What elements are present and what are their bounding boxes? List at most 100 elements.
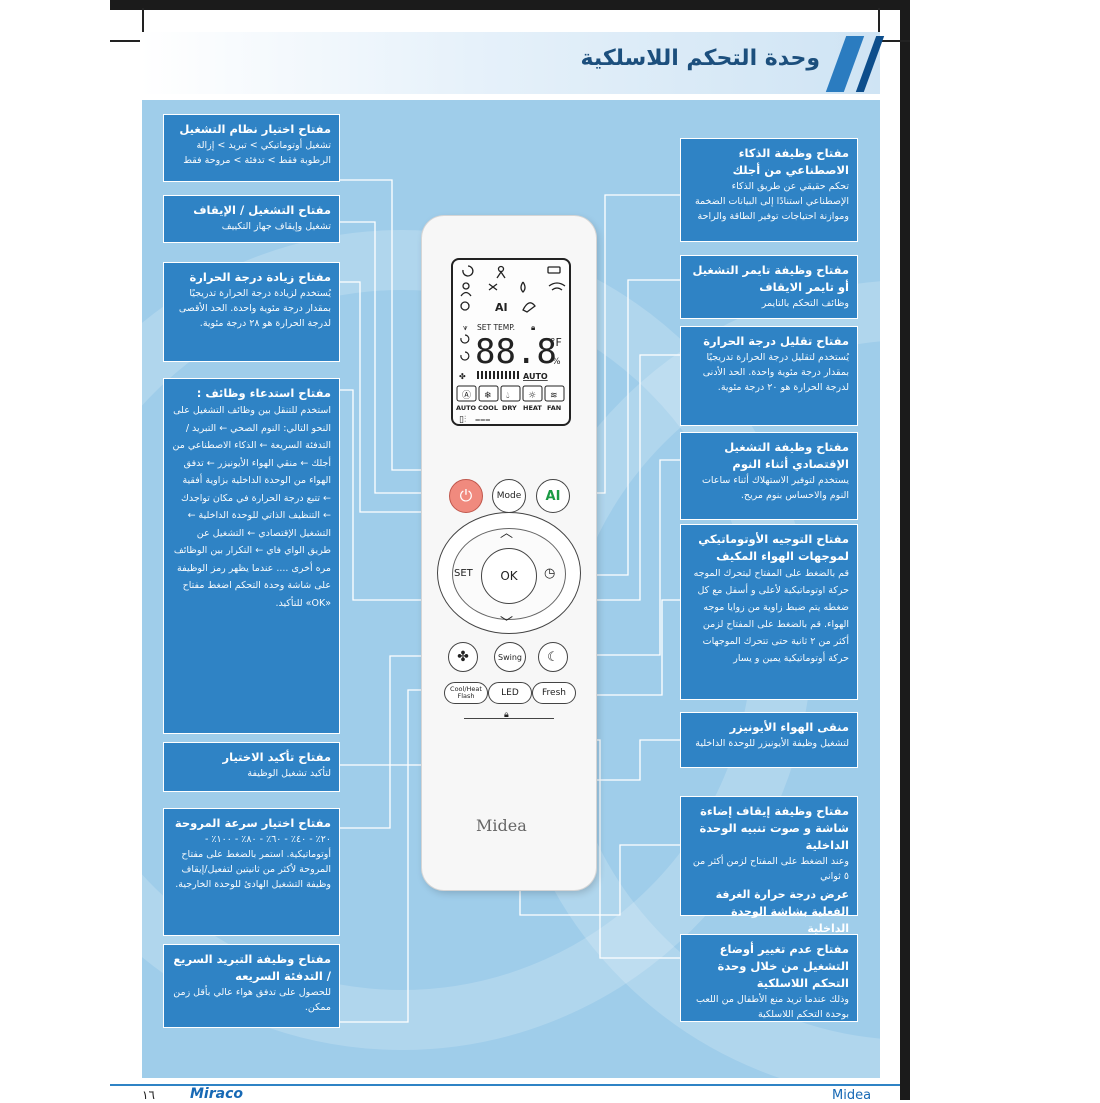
callout-text: وظائف التحكم بالتايمر — [761, 298, 849, 309]
callout-ok-key: مفتاح تأكيد الاختيار لتأكيد تشغيل الوظيف… — [163, 742, 340, 792]
callout-text: تشغيل وإيقاف جهاز التكييف — [221, 221, 331, 232]
crop-mark — [880, 40, 910, 42]
callout-heading: مفتاح التشغيل / الإيقاف — [193, 203, 331, 217]
mode-label-dry: DRY — [502, 404, 517, 412]
callout-fan-speed-key: مفتاح اختيار سرعة المروحة ٢٠٪ - ٤٠٪ - ٦٠… — [163, 808, 340, 936]
auto-mode-icon: Ⓐ — [462, 390, 471, 401]
turbo-icon — [460, 301, 470, 311]
wifi-icon — [548, 282, 566, 291]
fan-speed-button[interactable]: ✤ — [448, 642, 478, 672]
signal-icon: ⩛ — [463, 323, 468, 332]
crop-mark — [142, 8, 144, 34]
page-number: ١٦ — [142, 1088, 155, 1102]
callout-ionizer-key: منقى الهواء الأيونيزر لتشغيل وظيفة الأيو… — [680, 712, 858, 768]
callout-timer-key: مفتاح وظيفة تايمر التشغيل أو تايمر الايق… — [680, 255, 858, 319]
footer-brand: Miraco — [190, 1086, 243, 1102]
swing-button[interactable]: Swing — [494, 642, 526, 672]
mode-icons — [456, 385, 565, 402]
mode-label-heat: HEAT — [523, 404, 542, 412]
temp-down-button[interactable]: ﹀ — [500, 616, 514, 631]
callout-power-key: مفتاح التشغيل / الإيقاف تشغيل وإيقاف جها… — [163, 195, 340, 243]
ionizer-icon — [522, 302, 536, 313]
cool-heat-flash-button[interactable]: Cool/Heat Flash — [444, 682, 488, 704]
callout-text: للحصول على تدفق هواء عالي بأقل زمن ممكن. — [173, 987, 331, 1013]
mode-button[interactable]: Mode — [492, 479, 526, 513]
callout-sleep-key: مفتاح وظيفة التشغيل الإقتصادي أثناء النو… — [680, 432, 858, 520]
footer-rule — [110, 1084, 900, 1086]
heat-mode-icon: ☼ — [528, 391, 536, 401]
fan-icon: ✤ — [459, 372, 466, 381]
remote-control: AI ⩛ SET TEMP. 🔒︎ 88.8 °F % ✤ AUTO — [422, 216, 596, 890]
power-icon: ⏻ — [459, 486, 473, 505]
callout-heading: مفتاح زيادة درجة الحرارة — [189, 270, 332, 284]
crop-mark — [878, 8, 880, 34]
callout-mode-key: مفتاح اختيار نظام التشغيل تشغيل أوتوماتي… — [163, 114, 340, 182]
led-button[interactable]: LED — [488, 682, 532, 704]
set-button[interactable]: SET — [454, 568, 473, 579]
cool-mode-icon: ❄ — [484, 391, 492, 401]
swing-horizontal-icon: ⩶ — [475, 415, 490, 424]
follow-me-icon — [497, 265, 505, 273]
callout-function-recall-key: مفتاح استدعاء وظائف : استخدم للتنقل بين … — [163, 378, 340, 734]
ai-icon: AI — [495, 301, 508, 314]
unit-percent: % — [552, 357, 561, 367]
callout-text: يستخدم لتوفير الاستهلاك أثناء ساعات النو… — [701, 475, 849, 501]
remote-brand-logo: Midea — [476, 816, 527, 835]
callout-text: ٢٠٪ - ٤٠٪ - ٦٠٪ - ٨٠٪ - ١٠٠٪ - أوتوماتيك… — [175, 834, 331, 890]
ai-icon: AI — [545, 488, 561, 504]
crop-mark — [110, 40, 140, 42]
cool-heat-label: Cool/Heat — [450, 685, 482, 693]
sleep-icon: ☾ — [547, 649, 559, 665]
callout-heading: مفتاح وظيفة إيقاف إضاءة شاشة و صوت تنبيه… — [699, 804, 849, 852]
eco-icon — [520, 281, 526, 293]
lock-icon: 🔒︎ — [531, 323, 535, 332]
battery-icon — [547, 266, 561, 274]
person-icon — [462, 282, 470, 290]
callout-heading: مفتاح وظيفة التشغيل الإقتصادي أثناء النو… — [724, 440, 849, 471]
callout-heading: مفتاح اختيار نظام التشغيل — [179, 122, 331, 136]
callout-heading: مفتاح وظيفة الذكاء الاصطناعي من أجلك — [732, 146, 849, 177]
unit-f: °F — [550, 336, 562, 349]
ai-button[interactable]: AI — [536, 479, 570, 513]
callout-led-key: مفتاح وظيفة إيقاف إضاءة شاشة و صوت تنبيه… — [680, 796, 858, 935]
lcd-screen: AI ⩛ SET TEMP. 🔒︎ 88.8 °F % ✤ AUTO — [451, 258, 571, 426]
lock-icon: 🔒︎ — [504, 710, 509, 720]
led-button-label: LED — [501, 688, 519, 698]
self-clean-icon — [488, 283, 498, 291]
top-border — [110, 0, 910, 10]
flash-label: Flash — [457, 692, 475, 700]
power-button[interactable]: ⏻ — [449, 479, 483, 513]
page-title: وحدة التحكم اللاسلكية — [580, 46, 820, 71]
ok-button[interactable]: OK — [481, 548, 537, 604]
callout-heading: مفتاح عدم تغيير أوضاع التشغيل من خلال وح… — [717, 942, 849, 990]
child-lock-divider — [464, 718, 554, 719]
fan-speed-bars — [477, 371, 519, 379]
auto-label: AUTO — [523, 372, 548, 381]
callout-text: لتأكيد تشغيل الوظيفة — [247, 768, 331, 779]
callout-heading: مفتاح التوجيه الأوتوماتيكي لموجهات الهوا… — [698, 532, 849, 563]
swing-button-label: Swing — [498, 652, 522, 662]
callout-cool-heat-flash-key: مفتاح وظيفة التبريد السريع / التدفئة الس… — [163, 944, 340, 1028]
callout-text: يُستخدم لتقليل درجة الحرارة تدريجيًا بمق… — [702, 352, 849, 393]
ok-button-label: OK — [500, 569, 518, 583]
lcd-graphics: AI ⩛ SET TEMP. 🔒︎ 88.8 °F % ✤ AUTO — [456, 265, 566, 425]
callout-temp-down-key: مفتاح تقليل درجة الحرارة يُستخدم لتقليل … — [680, 326, 858, 426]
page-header: وحدة التحكم اللاسلكية — [140, 32, 885, 94]
fan-icon: ✤ — [457, 649, 469, 665]
sleep-button[interactable]: ☾ — [538, 642, 568, 672]
callout-text: وعند الضغط على المفتاح لزمن أكثر من ٥ ثو… — [692, 856, 849, 882]
callout-heading: مفتاح تقليل درجة الحرارة — [703, 334, 849, 348]
fan-mode-icon: ≋ — [550, 391, 558, 401]
timer-button[interactable]: ◷ — [544, 566, 556, 581]
footer-logo: Midea — [832, 1088, 872, 1103]
mode-label-fan: FAN — [547, 404, 561, 412]
callout-heading: مفتاح وظيفة التبريد السريع / التدفئة الس… — [173, 952, 331, 983]
callout-text: يُستخدم لزيادة درجة الحرارة تدريجيًا بمق… — [178, 288, 331, 329]
callout-text: وذلك عندما تريد منع الأطفال من اللعب بوح… — [695, 994, 849, 1020]
callout-text: قم بالضغط على المفتاح ليتحرك الموجه حركة… — [693, 568, 849, 664]
callout-text: استخدم للتنقل بين وظائف التشغيل على النح… — [172, 405, 331, 609]
callout-heading: مفتاح تأكيد الاختيار — [222, 750, 332, 764]
callout-heading: مفتاح اختيار سرعة المروحة — [174, 816, 331, 830]
fresh-button[interactable]: Fresh — [532, 682, 576, 704]
temp-up-button[interactable]: ︿ — [500, 526, 514, 541]
